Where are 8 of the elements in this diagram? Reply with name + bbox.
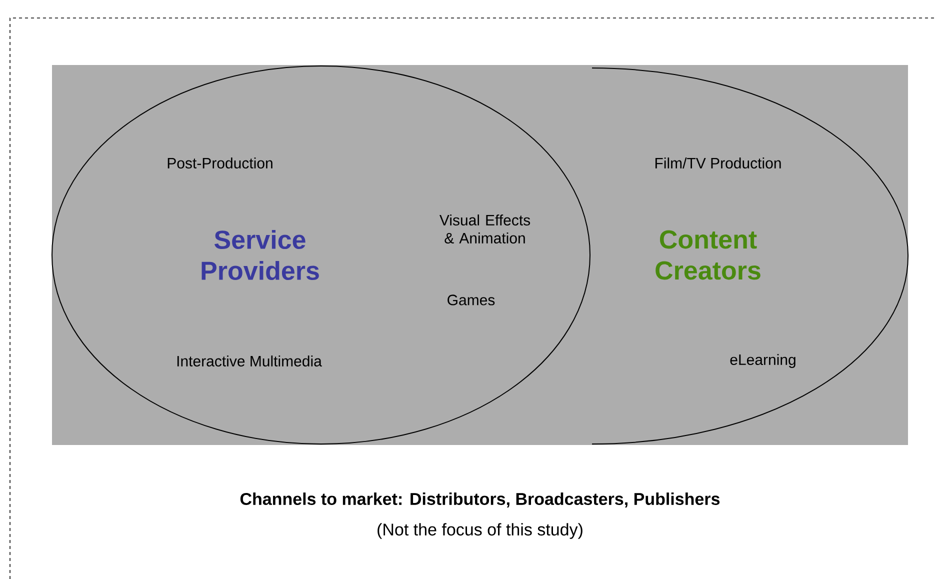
- note: (Not the focus of this study): [378, 523, 582, 539]
- category-label: Post-Production: [168, 158, 272, 168]
- category-label: Visual Effects & Animation: [440, 214, 530, 244]
- category-label: Games: [448, 294, 495, 306]
- category-label: Interactive Multimedia: [177, 356, 322, 366]
- category-label: eLearning: [730, 354, 796, 368]
- heading: Channels to market: Distributors, Broadcasters, Publishers: [240, 492, 720, 508]
- category-label: Film/TV Production: [655, 158, 781, 168]
